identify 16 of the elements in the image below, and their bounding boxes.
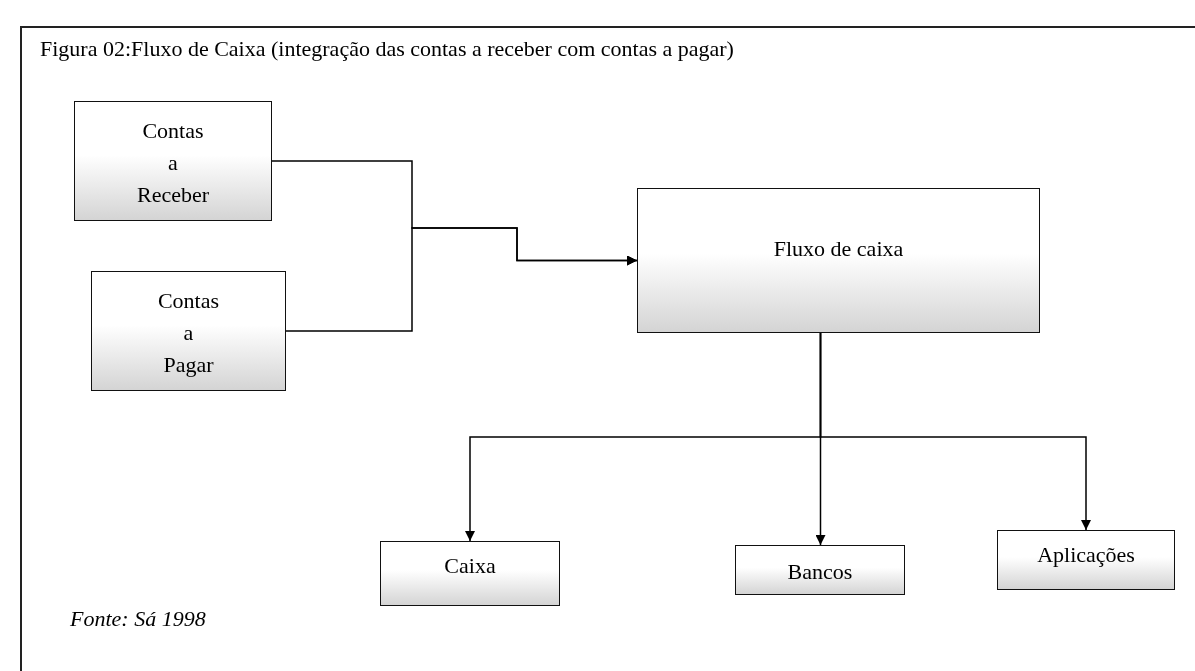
process-box: [637, 188, 1040, 333]
box-label: Contas a Receber: [136, 117, 209, 209]
arrow: [285, 227, 638, 332]
process-box: [380, 541, 560, 606]
figure-title: Figura 02:Fluxo de Caixa (integração das contas a receber com contas a pagar): [40, 36, 734, 62]
process-box: [997, 530, 1175, 590]
process-box: [735, 545, 905, 595]
box-label: Aplicações: [1037, 541, 1135, 569]
box-label: Bancos: [787, 558, 853, 586]
arrow: [819, 332, 1091, 531]
box-label: Contas a Pagar: [157, 287, 220, 379]
process-box: [74, 101, 272, 221]
box-label: Caixa: [444, 552, 496, 580]
source-caption: Fonte: Sá 1998: [70, 606, 206, 632]
process-box: [91, 271, 286, 391]
box-label: Fluxo de caixa: [773, 235, 904, 263]
